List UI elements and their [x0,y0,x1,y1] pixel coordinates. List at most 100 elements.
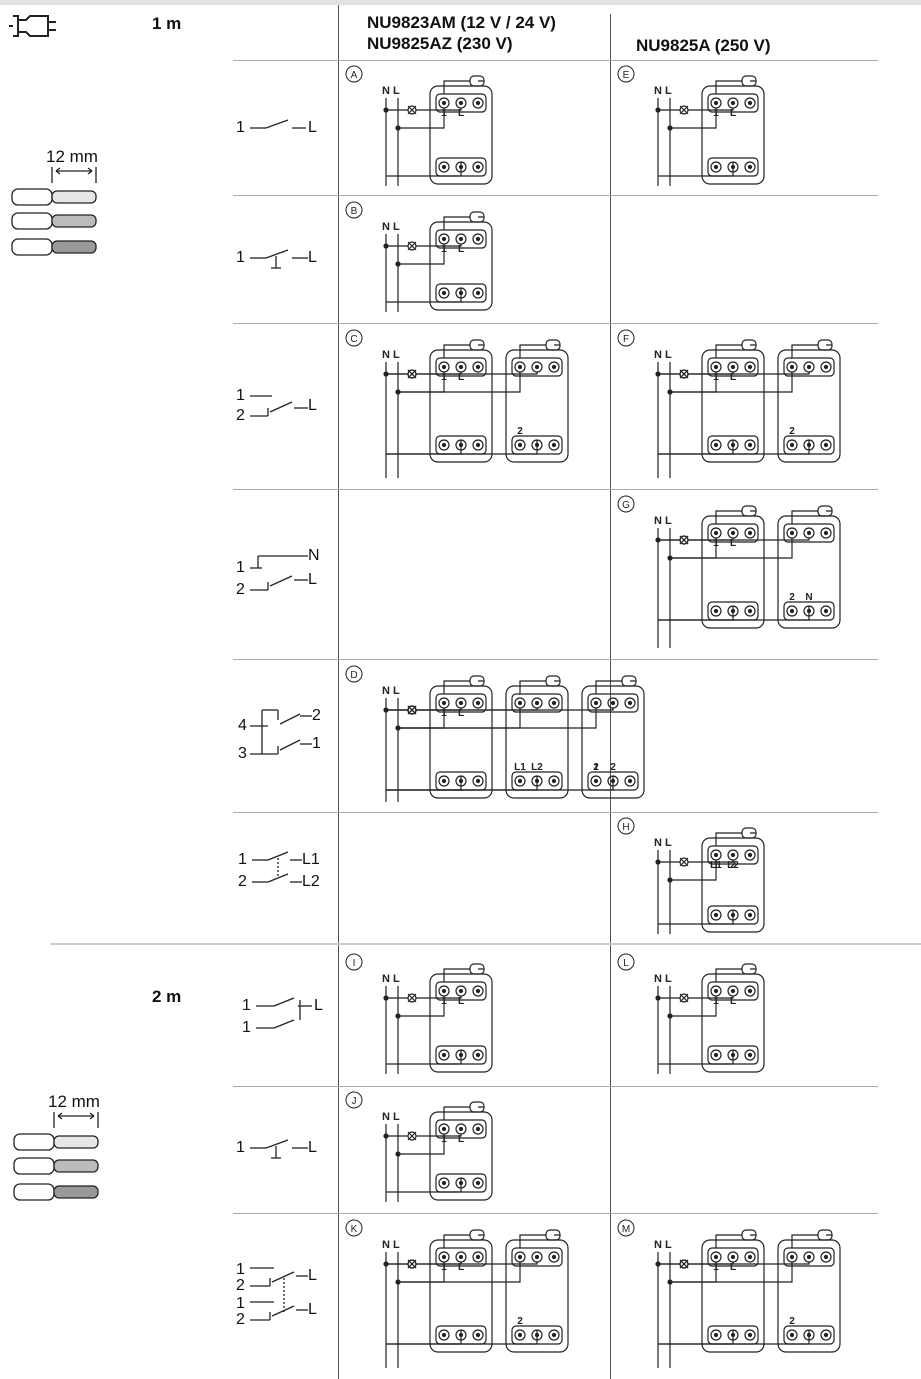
diagram-letter: M [617,1219,635,1237]
length-1m: 1 m [152,14,182,33]
svg-text:L2: L2 [727,860,739,871]
svg-text:D: D [350,670,357,681]
terminal-label: L [308,1267,317,1284]
terminal-label: L [308,397,317,414]
diagram-letter: F [617,329,635,347]
header-col1-line1: NU9823AM (12 V / 24 V) [367,13,556,32]
switch-symbol-8: 1 L [236,1138,336,1168]
line-labels: N L [654,1239,672,1251]
row-divider [233,1213,878,1214]
row-divider [233,489,878,490]
svg-text:E: E [623,70,630,81]
svg-text:1: 1 [713,538,719,549]
row-divider [233,195,878,196]
svg-text:1: 1 [713,372,719,383]
diagram-letter: K [345,1219,363,1237]
header-col1-line2: NU9825AZ (230 V) [367,34,513,53]
svg-text:2: 2 [789,1316,795,1327]
line-labels: N L [654,973,672,985]
line-labels: N L [382,1111,400,1123]
svg-text:N: N [805,592,812,603]
switch-symbol-6: 1 2 L1 L2 [238,850,338,894]
svg-text:L1: L1 [514,762,526,773]
svg-text:1: 1 [441,244,447,255]
switch-symbol-3: 1 2 L [236,386,336,426]
terminal-label: L1 [302,851,320,868]
top-rule [0,0,921,5]
diagram-letter: D [345,665,363,683]
terminal-label: 2 [236,407,245,424]
terminal-label: 1 [242,1019,251,1036]
terminal-label: 2 [236,1277,245,1294]
svg-text:1: 1 [441,372,447,383]
svg-text:L: L [458,1134,464,1145]
terminal-label: L [308,249,317,266]
svg-text:1: 1 [713,860,719,871]
terminal-label: L [308,571,317,588]
svg-text:M: M [622,1224,630,1235]
svg-text:1: 1 [713,108,719,119]
diagram-letter: H [617,817,635,835]
svg-text:L: L [458,108,464,119]
terminal-label: 4 [238,717,247,734]
terminal-label: L [308,119,317,136]
terminal-label: 3 [238,745,247,762]
line-labels: N L [382,685,400,697]
terminal-label: 1 [236,1261,245,1278]
svg-text:L: L [623,958,629,969]
stripped-wires-icon [11,167,97,256]
line-labels: N L [382,85,400,97]
svg-text:K: K [351,1224,358,1235]
svg-text:B: B [351,206,358,217]
row-divider [233,323,878,324]
svg-text:L: L [730,996,736,1007]
terminal-label: 1 [236,119,245,136]
svg-text:L: L [730,108,736,119]
row-divider [233,1086,878,1087]
diagram-letter: J [345,1091,363,1109]
svg-text:J: J [352,1096,357,1107]
line-labels: N L [654,837,672,849]
diagram-letter: B [345,201,363,219]
line-labels: N L [382,973,400,985]
svg-text:L1: L1 [710,860,722,871]
column-divider-1 [338,5,339,1379]
terminal-label: L [308,1301,317,1318]
svg-text:2: 2 [593,762,599,773]
terminal-label: N [308,547,320,564]
header-col2: NU9825A (250 V) [636,36,771,55]
section-divider [50,943,921,945]
svg-text:1: 1 [593,762,599,773]
strip-length-label-2: 12 mm [48,1092,100,1111]
svg-text:L2: L2 [531,762,543,773]
line-labels: N L [382,349,400,361]
switch-symbol-7: 1 1 L [242,996,342,1040]
terminal-label: 2 [236,1311,245,1328]
terminal-label: 2 [238,873,247,890]
svg-text:2: 2 [517,1316,523,1327]
svg-text:L: L [458,1262,464,1273]
diagram-letter: E [617,65,635,83]
svg-text:L: L [730,1262,736,1273]
diagram-letter: L [617,953,635,971]
diagram-letter: A [345,65,363,83]
row-divider [233,812,878,813]
line-labels: N L [382,1239,400,1251]
switch-symbol-9: 1 2 1 2 L L [236,1260,336,1346]
svg-text:H: H [622,822,629,833]
